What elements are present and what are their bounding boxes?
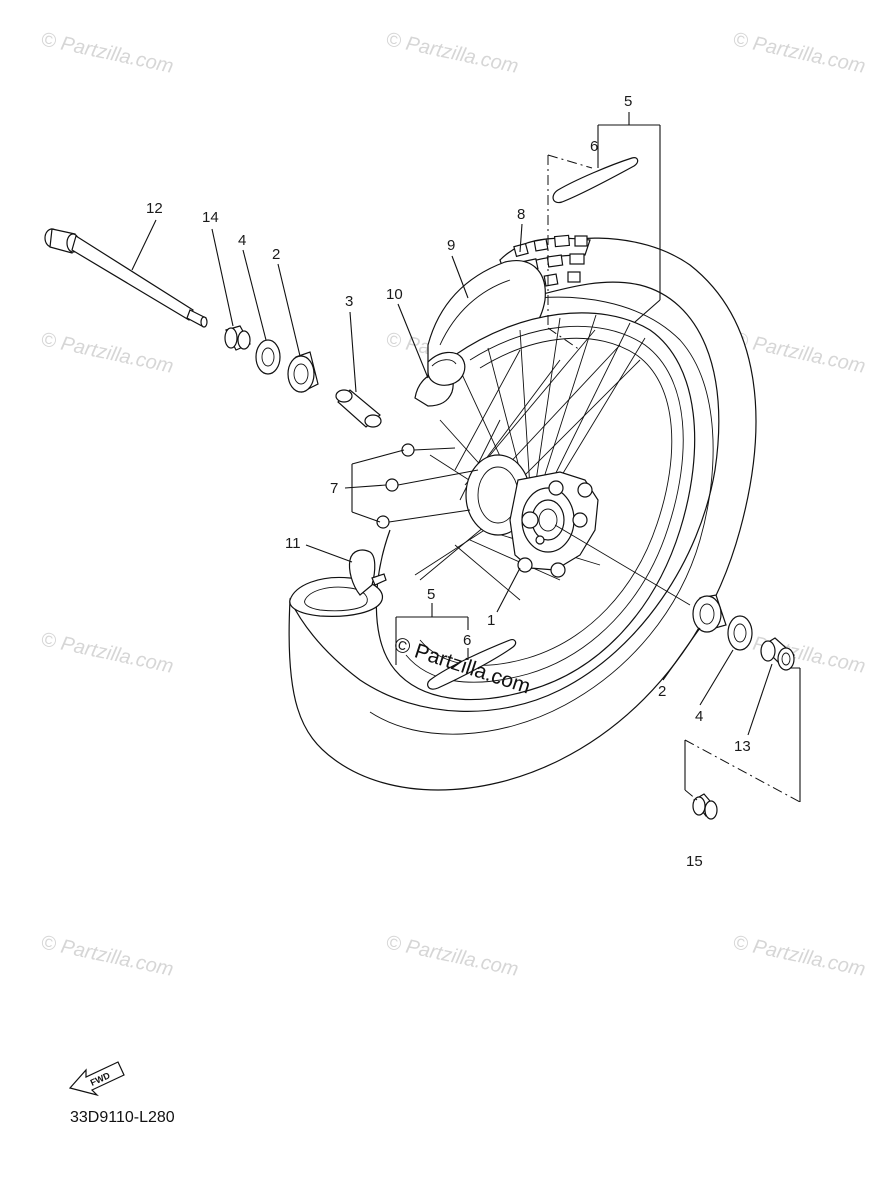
callout-8: 8 (517, 206, 525, 223)
callout-2-right: 2 (658, 683, 666, 700)
collar (224, 325, 251, 351)
callout-3: 3 (345, 293, 353, 310)
hub (465, 454, 599, 578)
tube (414, 351, 466, 407)
callout-4-left: 4 (238, 232, 246, 249)
rim-band (289, 549, 387, 617)
callout-10: 10 (386, 286, 403, 303)
callout-13: 13 (734, 738, 751, 755)
watermark: © Partzilla.com (731, 931, 867, 981)
bearing-left (287, 351, 319, 393)
callout-4-right: 4 (695, 708, 703, 725)
collar-13 (760, 637, 795, 671)
axis-line (554, 524, 691, 606)
callout-1: 1 (487, 612, 495, 629)
callout-6-top: 6 (590, 138, 598, 155)
callout-7: 7 (330, 480, 338, 497)
oil-seal-left (255, 339, 281, 375)
callout-5-lower: 5 (427, 586, 435, 603)
axle (44, 228, 208, 328)
tire-tread-icon (499, 234, 591, 287)
leader-lines (131, 112, 801, 803)
watermark: © Partzilla.com (39, 628, 175, 678)
watermark: © Partzilla.com (39, 328, 175, 378)
callout-9: 9 (447, 237, 455, 254)
bearing-right (692, 594, 727, 633)
diagram-code: 33D9110-L280 (70, 1109, 175, 1126)
callout-12: 12 (146, 200, 163, 217)
callout-11: 11 (285, 535, 301, 552)
callout-5-top: 5 (624, 93, 632, 110)
fwd-arrow-icon: FWD (68, 1061, 125, 1097)
watermark: © Partzilla.com (384, 28, 520, 78)
callout-labels: 5 6 8 12 14 4 9 2 10 3 7 11 5 1 6 2 4 13… (146, 93, 751, 870)
watermark: © Partzilla.com (384, 931, 520, 981)
callout-15: 15 (686, 853, 703, 870)
collar-15 (692, 793, 718, 820)
callout-14: 14 (202, 209, 219, 226)
watermark: © Partzilla.com (731, 28, 867, 78)
oil-seal-right (727, 615, 753, 651)
callout-6-lower: 6 (463, 632, 471, 649)
rim-strip (427, 157, 639, 690)
callout-2-left: 2 (272, 246, 280, 263)
watermark: © Partzilla.com (39, 28, 175, 78)
spoke-nipples (376, 443, 479, 529)
watermark: © Partzilla.com (39, 931, 175, 981)
spacer (335, 389, 382, 428)
